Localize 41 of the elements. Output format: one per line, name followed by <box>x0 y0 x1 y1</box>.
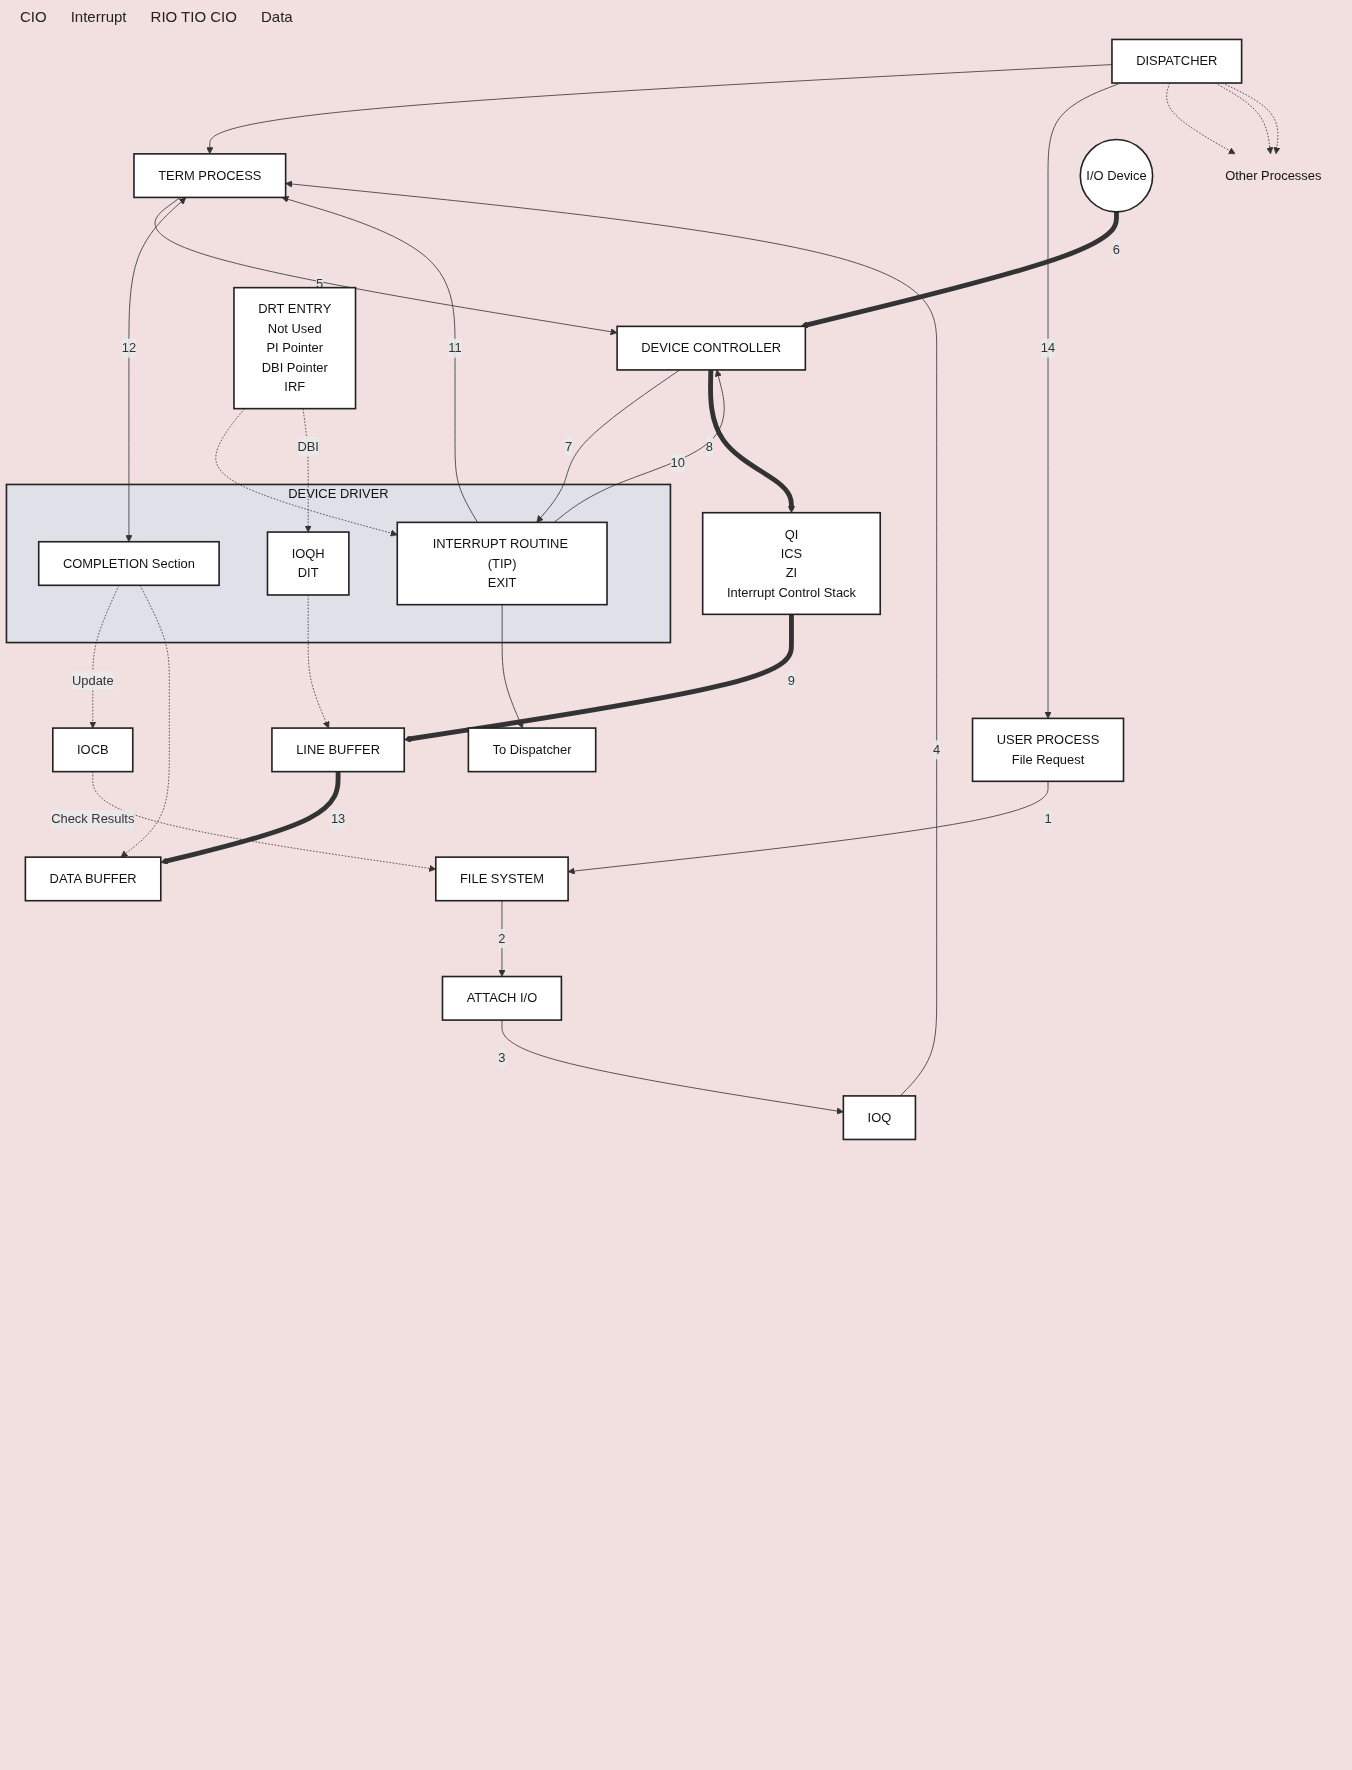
node-circle: I/O Device <box>1079 138 1154 213</box>
edge-label: 1 <box>1044 811 1052 826</box>
node-box: DRT ENTRY Not Used PI Pointer DBI Pointer IRF <box>233 286 357 410</box>
node-box: TERM PROCESS <box>133 153 287 199</box>
edge-label: Check Results <box>51 811 135 826</box>
edge-label: 13 <box>330 811 346 826</box>
node-text: Other Processes <box>1225 168 1322 183</box>
note-text: Interrupt <box>70 8 127 25</box>
edge-label: 11 <box>448 340 462 355</box>
node-box: IOQ <box>842 1095 917 1141</box>
node-box: ATTACH I/O <box>441 975 563 1021</box>
edge-label: 3 <box>498 1050 506 1065</box>
edge-label: Update <box>71 673 114 687</box>
edge-label: 7 <box>565 439 573 454</box>
arrow <box>160 771 341 865</box>
node-box: INTERRUPT ROUTINE (TIP) EXIT <box>396 521 608 606</box>
node-box: To Dispatcher <box>467 727 597 773</box>
note-text: Data <box>260 8 293 25</box>
edge-label: 14 <box>1040 340 1056 355</box>
arrow <box>800 211 1119 329</box>
edge-label: 12 <box>121 340 137 355</box>
edge-label: 9 <box>787 673 796 687</box>
node-box: DISPATCHER <box>1111 38 1243 84</box>
edge-label: 4 <box>933 742 941 757</box>
note-text: CIO <box>20 8 47 25</box>
node-box: FILE SYSTEM <box>434 856 569 902</box>
node-box: LINE BUFFER <box>271 727 406 773</box>
edge-label: 2 <box>498 931 506 946</box>
node-box: DATA BUFFER <box>24 856 162 902</box>
node-box: QI ICS ZI Interrupt Control Stack <box>701 511 882 616</box>
node-box: USER PROCESS File Request <box>971 717 1125 783</box>
edge-label: 10 <box>670 455 685 470</box>
node-box: IOQH DIT <box>266 531 350 596</box>
node-box: COMPLETION Section <box>37 540 220 587</box>
arrow <box>708 369 795 514</box>
node-box: DEVICE CONTROLLER <box>616 325 807 371</box>
edge-label: 6 <box>1112 242 1121 257</box>
note-text: RIO TIO CIO <box>150 8 237 25</box>
node-box: IOCB <box>52 727 134 773</box>
edge-label: DBI <box>297 439 319 454</box>
edge-label: 8 <box>705 439 714 454</box>
